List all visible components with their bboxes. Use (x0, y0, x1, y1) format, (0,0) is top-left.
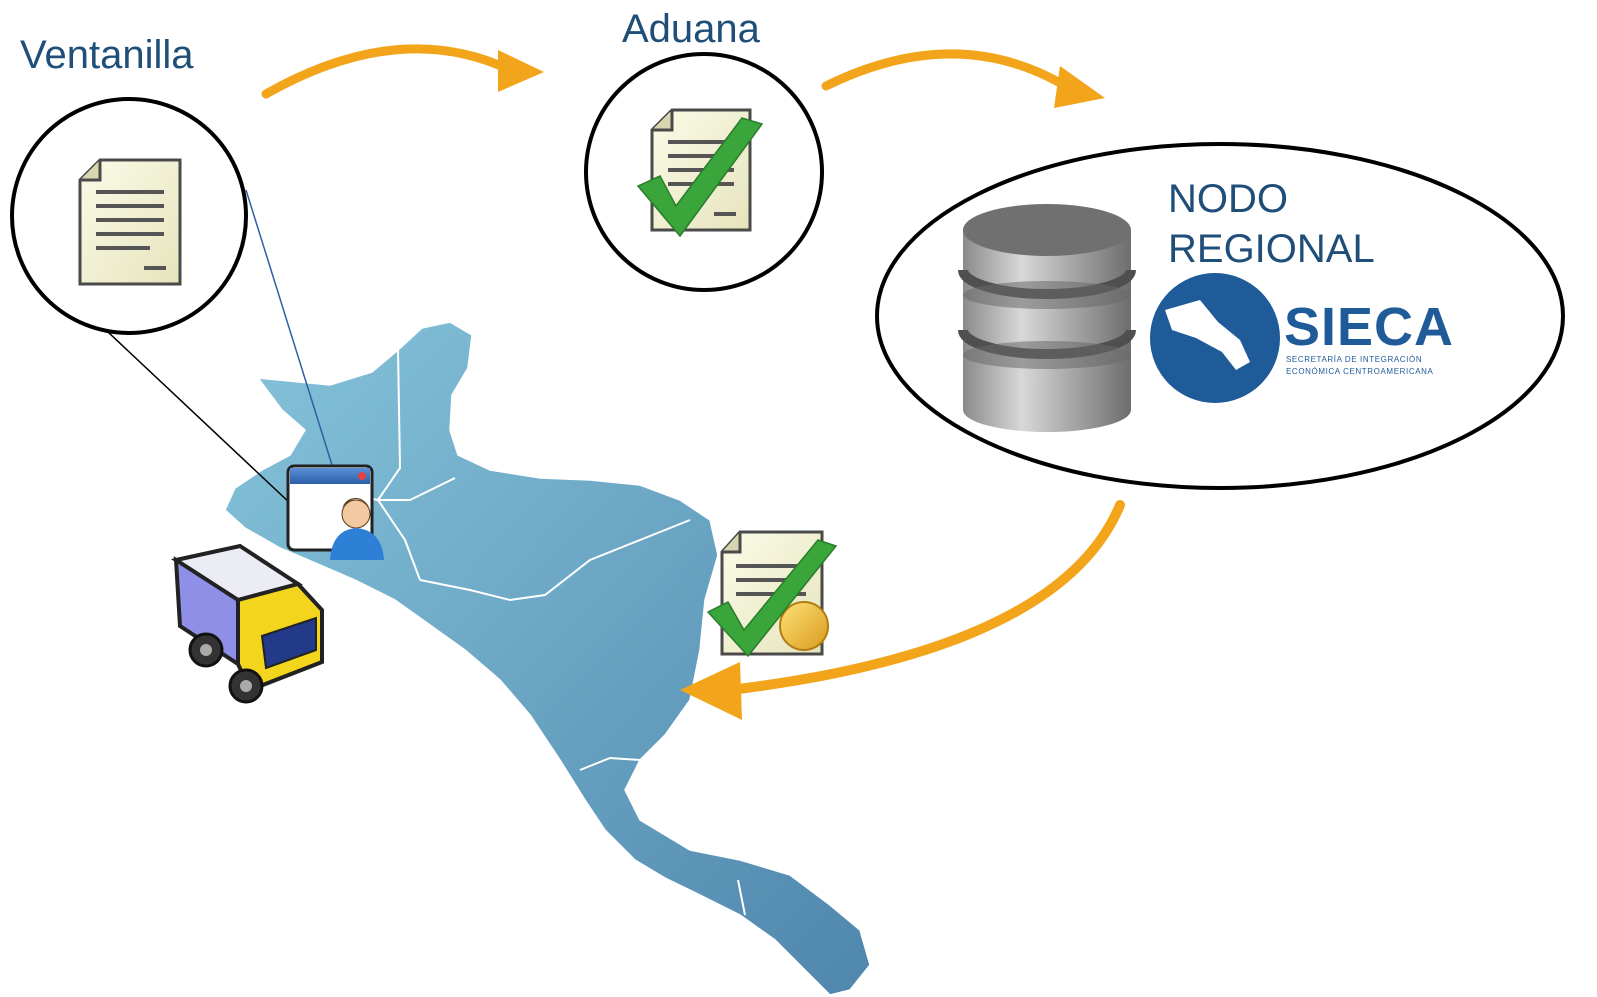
truck-icon (170, 543, 324, 704)
sieca-logo-subtitle-2: ECONÓMICA CENTROAMERICANA (1286, 367, 1434, 376)
nodo-label-line2: REGIONAL (1168, 227, 1375, 271)
flow-arrow-nodo-to-country (680, 500, 1125, 720)
sieca-logo-text: SIECA (1284, 297, 1455, 357)
user-window-icon (286, 464, 384, 560)
database-icon (958, 204, 1136, 432)
flow-arrow-aduana-to-nodo (821, 49, 1105, 108)
approved-document-icon (636, 108, 764, 238)
check-icon (636, 117, 764, 238)
check-icon (706, 539, 838, 658)
central-america-map (224, 321, 871, 996)
seal-icon (779, 601, 829, 651)
flow-arrow-ventanilla-to-aduana (261, 44, 544, 99)
aduana-label: Aduana (622, 7, 760, 51)
sieca-logo-subtitle-1: SECRETARÍA DE INTEGRACIÓN (1286, 355, 1423, 364)
sieca-logo (1150, 273, 1280, 403)
ventanilla-label: Ventanilla (20, 33, 194, 77)
nodo-label-line1: NODO (1168, 177, 1288, 221)
document-icon (78, 158, 182, 286)
callout-line-blue (245, 189, 333, 466)
certified-document-icon (706, 530, 838, 658)
